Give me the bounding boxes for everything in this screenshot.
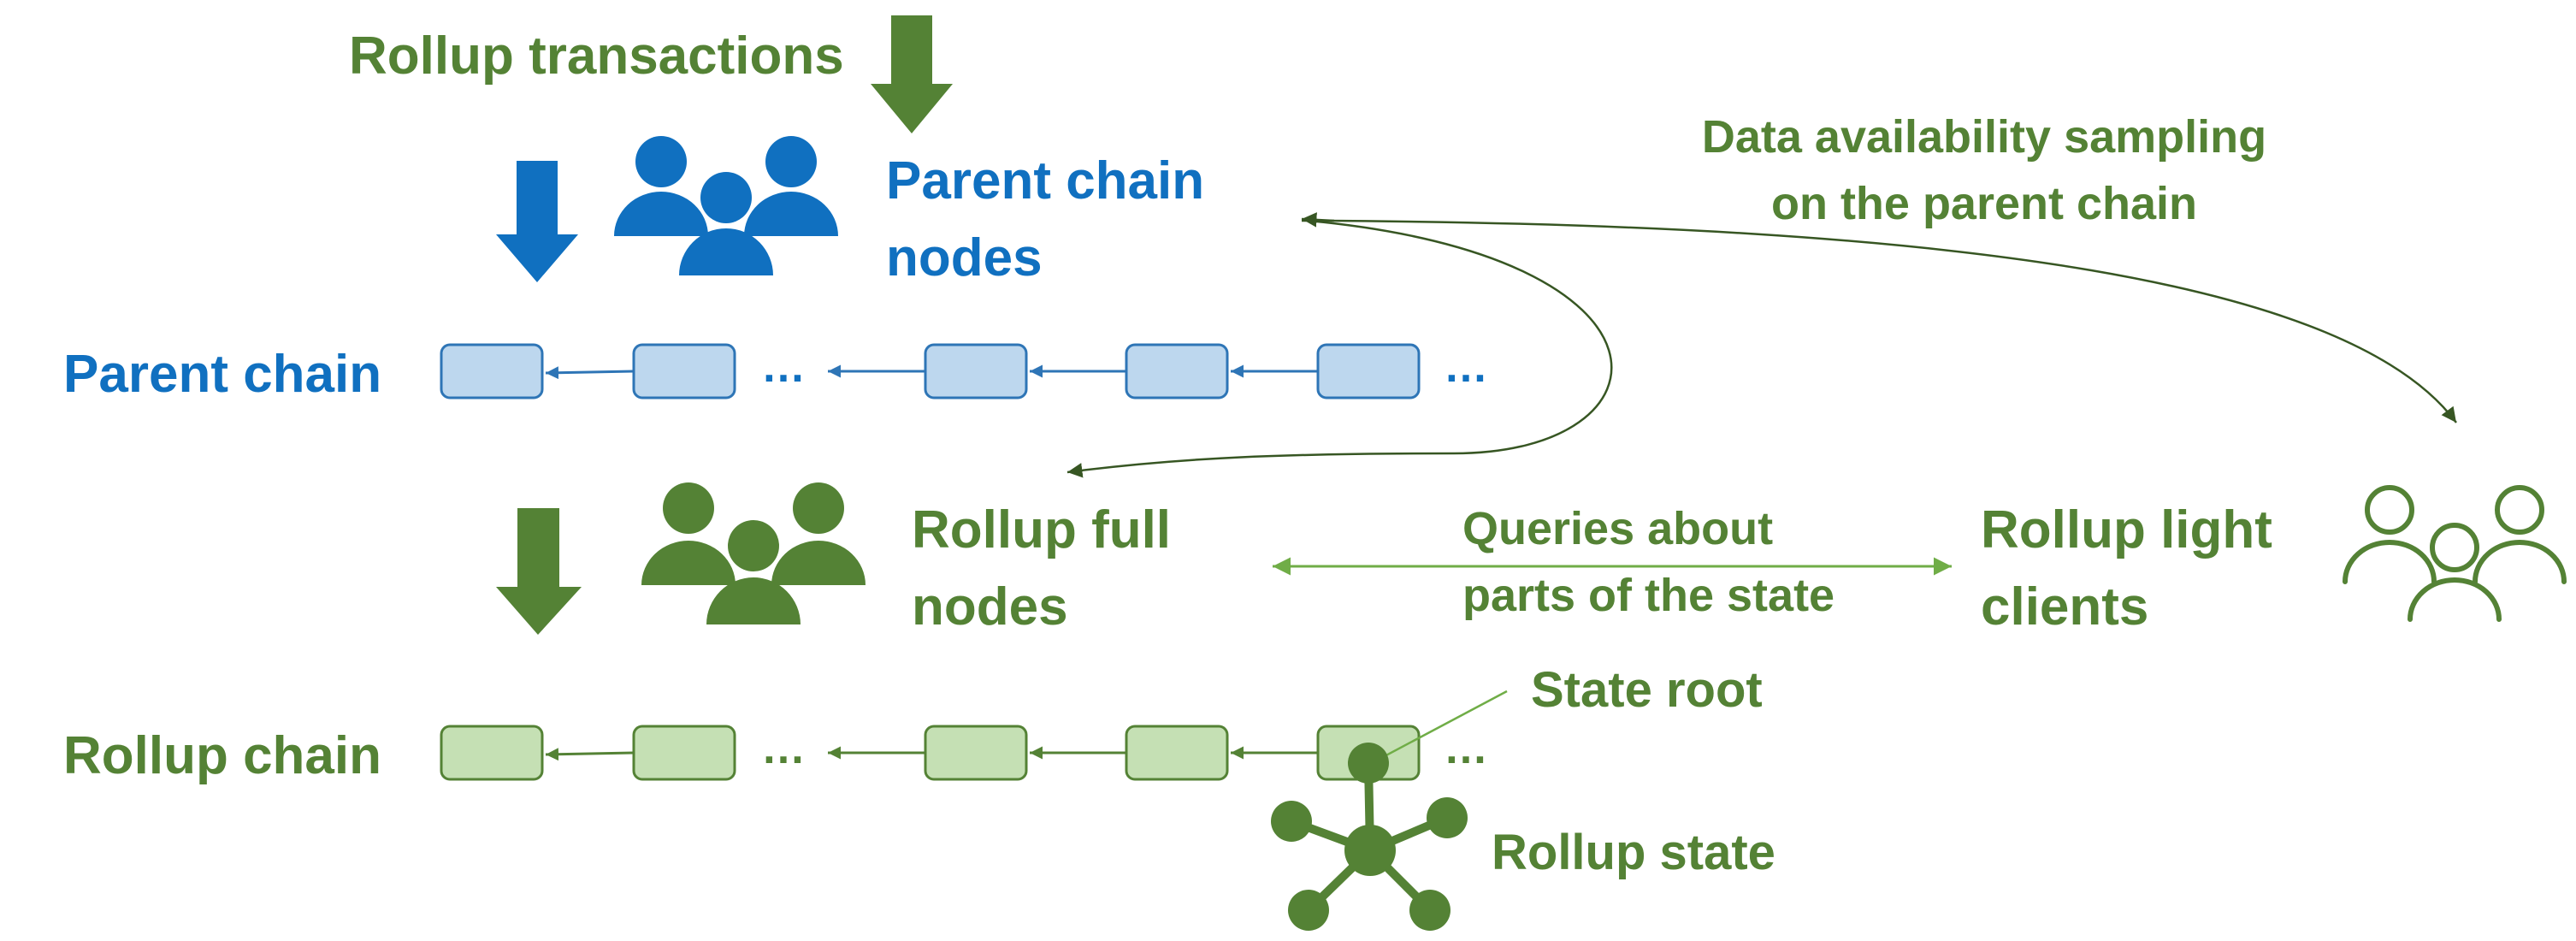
rollup-block — [1125, 725, 1229, 781]
state-root-label: State root — [1531, 662, 1763, 718]
rollup-chain-label: Rollup chain — [63, 726, 381, 785]
parent-chain-label: Parent chain — [63, 345, 381, 404]
parent-block — [632, 343, 736, 399]
parent-link-arrow — [545, 366, 635, 380]
full-nodes-people-icon — [641, 482, 866, 624]
rollup-block — [632, 725, 736, 781]
parent-nodes-label-line2: nodes — [886, 228, 1043, 287]
parent-nodes-people-icon — [614, 136, 838, 275]
parent-nodes-arrow-icon — [496, 161, 578, 282]
rollup-chain-links — [545, 746, 1318, 761]
full-nodes-label-line2: nodes — [912, 577, 1068, 636]
full-node-sampling-curve — [1066, 219, 1613, 478]
rollup-chain-ellipsis: … — [761, 724, 806, 773]
das-label-line2: on the parent chain — [1771, 178, 2197, 229]
rollup-state-label: Rollup state — [1492, 825, 1775, 880]
queries-label-line2: parts of the state — [1462, 570, 1835, 621]
tx-arrow-icon — [871, 15, 953, 133]
rollup-state-network-hub-icon — [1271, 743, 1468, 931]
rollup-link-arrow — [545, 748, 635, 761]
rollup-block — [924, 725, 1028, 781]
parent-block — [1316, 343, 1421, 399]
parent-chain-ellipsis: … — [1444, 342, 1488, 392]
queries-label-line1: Queries about — [1462, 503, 1773, 554]
light-clients-label-line2: clients — [1981, 577, 2148, 636]
rollup-transactions-label: Rollup transactions — [349, 27, 844, 86]
rollup-nodes-arrow-icon — [496, 508, 582, 635]
parent-nodes-label-line1: Parent chain — [886, 151, 1204, 210]
rollup-block — [440, 725, 544, 781]
parent-block — [440, 343, 544, 399]
light-clients-label-line1: Rollup light — [1981, 500, 2272, 559]
full-nodes-label-line1: Rollup full — [912, 500, 1171, 559]
light-client-sampling-curve — [1316, 219, 2458, 423]
parent-chain-ellipsis: … — [761, 342, 806, 392]
light-clients-people-outline-icon — [2343, 485, 2567, 622]
rollup-chain-ellipsis: … — [1444, 724, 1488, 773]
das-label-line1: Data availability sampling — [1702, 111, 2266, 163]
parent-chain-links — [545, 364, 1318, 380]
state-root-pointer-line — [1368, 689, 1508, 766]
parent-block — [1125, 343, 1229, 399]
parent-block — [924, 343, 1028, 399]
